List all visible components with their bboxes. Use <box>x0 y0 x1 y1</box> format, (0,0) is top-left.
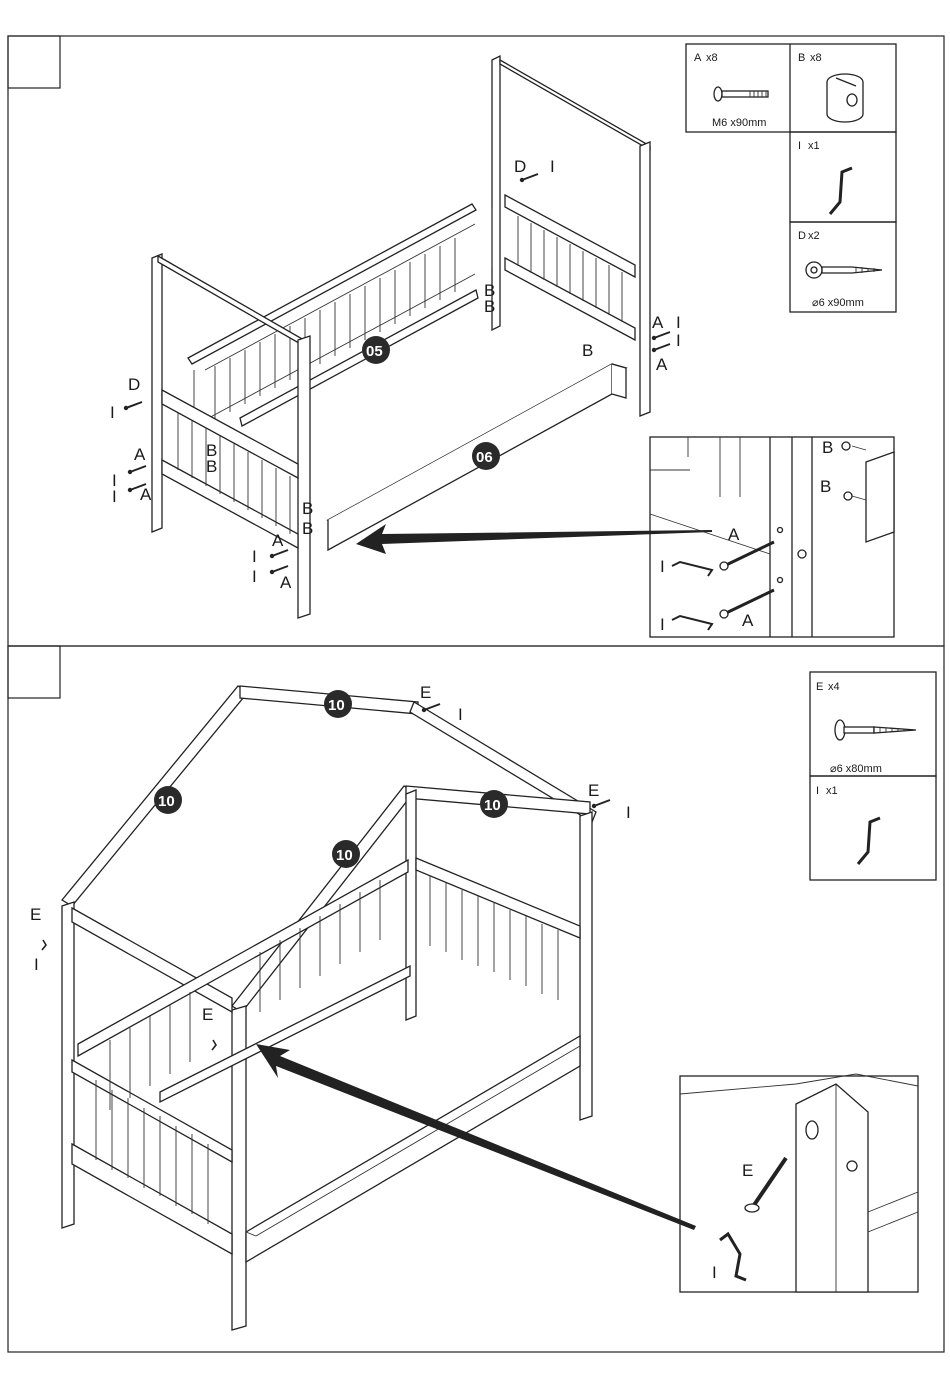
svg-text:B: B <box>822 438 833 457</box>
svg-text:B: B <box>302 519 313 538</box>
svg-text:E: E <box>420 683 431 702</box>
step1-bed-drawing: 05 06 D I D I A I I A B B B B B A I I A <box>110 56 712 618</box>
svg-text:I: I <box>252 547 257 566</box>
svg-text:I: I <box>550 157 555 176</box>
barrel-nut-icon <box>827 74 863 122</box>
svg-text:B: B <box>206 457 217 476</box>
part-b-letter: B <box>798 52 805 64</box>
part-a-size: M6 x90mm <box>712 117 766 129</box>
part-a-letter: A <box>694 52 702 64</box>
svg-text:B: B <box>302 499 313 518</box>
svg-text:10: 10 <box>484 797 501 814</box>
part-e-letter: E <box>816 681 823 693</box>
hardware-callouts-2: E I E I E I E <box>30 683 631 1050</box>
svg-text:I: I <box>712 1263 717 1282</box>
svg-text:I: I <box>34 955 39 974</box>
part-i-qty: x1 <box>808 140 820 152</box>
svg-text:A: A <box>140 485 152 504</box>
part-i2-qty: x1 <box>826 785 838 797</box>
part-d-letter: D <box>798 230 806 242</box>
svg-text:D: D <box>514 157 526 176</box>
svg-text:A: A <box>728 525 740 544</box>
svg-text:10: 10 <box>328 697 345 714</box>
svg-text:I: I <box>626 803 631 822</box>
svg-text:A: A <box>652 313 664 332</box>
svg-text:A: A <box>134 445 146 464</box>
part-a-qty: x8 <box>706 52 718 64</box>
svg-text:E: E <box>588 781 599 800</box>
svg-text:A: A <box>742 611 754 630</box>
svg-text:I: I <box>660 615 665 634</box>
part-i-letter: I <box>798 140 801 152</box>
svg-text:A: A <box>280 573 292 592</box>
svg-text:06: 06 <box>476 449 493 466</box>
svg-text:A: A <box>656 355 668 374</box>
part-e-size: ⌀6 x80mm <box>830 763 882 775</box>
svg-text:I: I <box>252 567 257 586</box>
part-e-qty: x4 <box>828 681 840 693</box>
svg-text:B: B <box>820 477 831 496</box>
svg-text:I: I <box>110 403 115 422</box>
svg-text:D: D <box>128 375 140 394</box>
svg-text:I: I <box>112 487 117 506</box>
svg-text:B: B <box>582 341 593 360</box>
detail-arrow <box>356 524 712 554</box>
svg-text:I: I <box>660 557 665 576</box>
svg-text:E: E <box>742 1161 753 1180</box>
part-b-qty: x8 <box>810 52 822 64</box>
step1-panel <box>8 36 944 646</box>
part-i2-letter: I <box>816 785 819 797</box>
part-d-qty: x2 <box>808 230 820 242</box>
svg-text:B: B <box>484 297 495 316</box>
screw-e-icon <box>835 720 916 740</box>
allen-key-icon-2 <box>858 818 880 864</box>
allen-key-icon <box>830 168 852 214</box>
part-d-size: ⌀6 x90mm <box>812 297 864 309</box>
svg-text:I: I <box>458 705 463 724</box>
svg-text:E: E <box>30 905 41 924</box>
svg-text:05: 05 <box>366 343 383 360</box>
step2-house-bed-drawing: 10 10 10 10 E I E I E I E <box>30 683 696 1330</box>
step1-number-box <box>8 36 60 88</box>
svg-text:E: E <box>202 1005 213 1024</box>
step1-detail-inset: B B A A I I <box>650 437 894 637</box>
step2-number-box <box>8 646 60 698</box>
step2-parts-table: E x4 ⌀6 x80mm I x1 <box>810 672 936 880</box>
svg-text:I: I <box>676 331 681 350</box>
step2-detail-inset: E I <box>680 1074 918 1292</box>
svg-text:10: 10 <box>336 847 353 864</box>
step1-parts-table: A x8 M6 x90mm B x8 I x1 D x2 ⌀6 x90mm <box>686 44 896 312</box>
svg-text:A: A <box>272 531 284 550</box>
svg-text:I: I <box>676 313 681 332</box>
screw-d-icon <box>806 262 882 278</box>
bolt-a-icon <box>714 87 768 101</box>
svg-text:10: 10 <box>158 793 175 810</box>
